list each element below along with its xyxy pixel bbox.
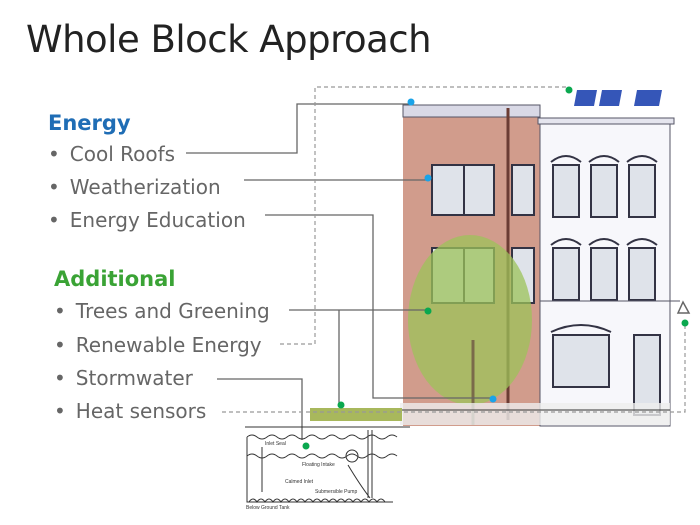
bullet: • bbox=[48, 142, 60, 166]
item-label: Stormwater bbox=[75, 366, 193, 390]
item-label: Renewable Energy bbox=[75, 333, 262, 357]
tank-label-submersible-pump: Submersible Pump bbox=[315, 489, 357, 495]
rowhouse-illustration bbox=[310, 90, 680, 427]
tank-label-floating-intake: Floating Intake bbox=[302, 462, 335, 468]
additional-heading: Additional bbox=[54, 267, 176, 291]
dashed-leader-lines bbox=[222, 86, 686, 413]
item-label: Cool Roofs bbox=[69, 142, 176, 166]
energy-item-weatherization: • Weatherization bbox=[48, 175, 221, 199]
green-markers bbox=[302, 86, 689, 450]
blue-markers bbox=[407, 98, 497, 403]
green-strip bbox=[310, 408, 402, 421]
item-label: Heat sensors bbox=[75, 399, 207, 423]
leader-lines bbox=[186, 103, 492, 440]
solar-panels bbox=[574, 90, 662, 106]
slide-title: Whole Block Approach bbox=[26, 18, 432, 61]
tree bbox=[408, 235, 532, 405]
item-label: Trees and Greening bbox=[75, 299, 270, 323]
sensor-triangle-icon bbox=[676, 300, 691, 314]
tank-label-below-ground: Below Ground Tank bbox=[246, 505, 290, 511]
tank-label-inlet-seal: Inlet Seal bbox=[265, 441, 286, 447]
bullet: • bbox=[48, 208, 60, 232]
additional-item-stormwater: • Stormwater bbox=[54, 366, 193, 390]
energy-item-cool-roofs: • Cool Roofs bbox=[48, 142, 175, 166]
energy-heading: Energy bbox=[48, 111, 131, 135]
bullet: • bbox=[54, 333, 66, 357]
bullet: • bbox=[48, 175, 60, 199]
bullet: • bbox=[54, 366, 66, 390]
tank-label-calmed-inlet: Calmed Inlet bbox=[285, 479, 314, 485]
item-label: Weatherization bbox=[69, 175, 221, 199]
additional-item-trees: • Trees and Greening bbox=[54, 299, 270, 323]
stormwater-tank-diagram bbox=[245, 426, 410, 503]
additional-item-renewable: • Renewable Energy bbox=[54, 333, 262, 357]
additional-item-heat-sensors: • Heat sensors bbox=[54, 399, 206, 423]
bullet: • bbox=[54, 399, 66, 423]
item-label: Energy Education bbox=[69, 208, 246, 232]
energy-item-energy-education: • Energy Education bbox=[48, 208, 246, 232]
bullet: • bbox=[54, 299, 66, 323]
